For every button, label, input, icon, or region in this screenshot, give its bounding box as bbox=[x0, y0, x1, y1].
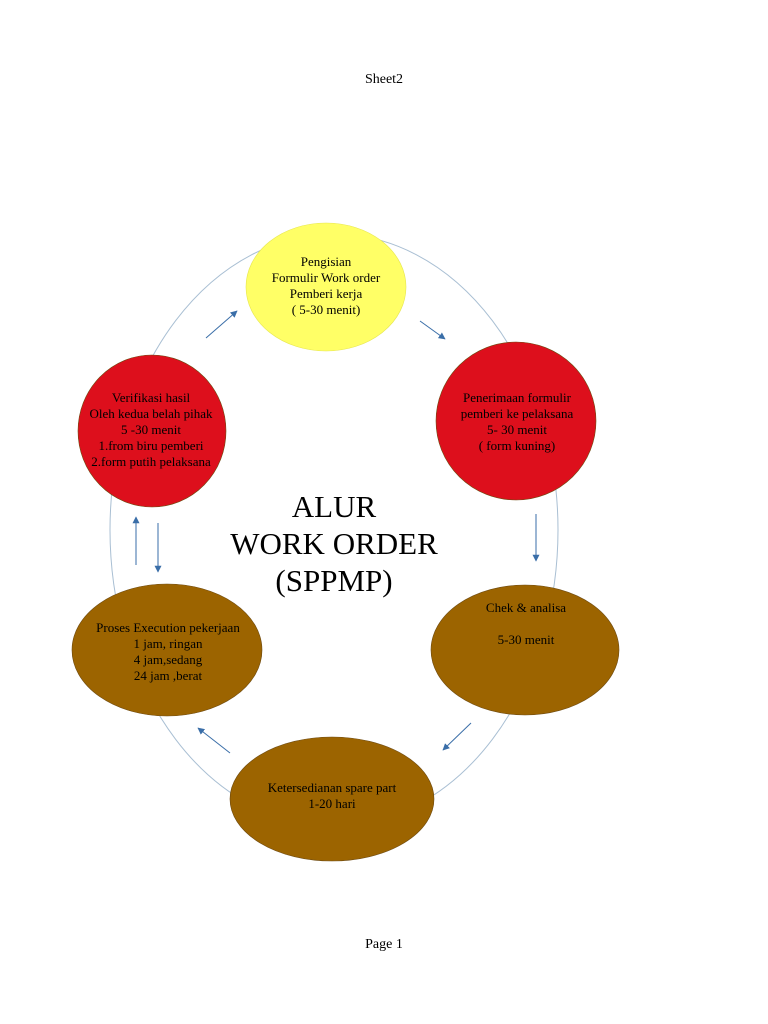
node-verifikasi-line-4: 1.from biru pemberi bbox=[98, 438, 204, 453]
node-proses-line-1: Proses Execution pekerjaan bbox=[96, 620, 240, 635]
title-line-2: WORK ORDER bbox=[230, 526, 438, 561]
node-penerimaan-line-2: pemberi ke pelaksana bbox=[460, 406, 574, 421]
arrow-verifikasi-to-pengisian bbox=[205, 310, 238, 339]
node-proses-line-4: 24 jam ,berat bbox=[133, 668, 203, 683]
node-verifikasi bbox=[77, 354, 227, 508]
node-pengisian-text: Pengisian Formulir Work order Pemberi ke… bbox=[246, 254, 406, 318]
node-ketersediaan-line-1: Ketersedianan spare part bbox=[267, 780, 397, 795]
title-line-3: (SPPMP) bbox=[275, 563, 393, 598]
node-verifikasi-line-1: Verifikasi hasil bbox=[111, 390, 191, 405]
arrow-ketersediaan-to-proses bbox=[197, 727, 231, 754]
node-penerimaan-line-3: 5- 30 menit bbox=[487, 422, 547, 437]
node-ketersediaan-line-2: 1-20 hari bbox=[308, 796, 356, 811]
node-verifikasi-line-2: Oleh kedua belah pihak bbox=[89, 406, 213, 421]
node-ketersediaan-text: Ketersedianan spare part 1-20 hari bbox=[232, 780, 432, 812]
node-chek-line-1: Chek & analisa bbox=[485, 600, 567, 615]
node-verifikasi-line-5: 2.form putih pelaksana bbox=[91, 454, 211, 469]
title-line-1: ALUR bbox=[291, 489, 377, 524]
node-verifikasi-line-3: 5 -30 menit bbox=[121, 422, 181, 437]
node-penerimaan-text: Penerimaan formulir pemberi ke pelaksana… bbox=[436, 390, 598, 454]
page-number: Page 1 bbox=[365, 937, 403, 952]
node-proses-line-2: 1 jam, ringan bbox=[133, 636, 203, 651]
node-pengisian bbox=[245, 222, 407, 352]
arrow-chek-to-ketersediaan bbox=[442, 722, 472, 751]
node-pengisian-line-3: Pemberi kerja bbox=[289, 286, 363, 301]
node-penerimaan bbox=[435, 341, 597, 501]
arrow-pengisian-to-penerimaan bbox=[419, 320, 446, 340]
node-proses bbox=[71, 583, 263, 717]
node-pengisian-line-2: Formulir Work order bbox=[271, 270, 381, 285]
node-chek-line-2 bbox=[438, 616, 614, 632]
node-ketersediaan bbox=[229, 736, 435, 862]
node-penerimaan-line-1: Penerimaan formulir bbox=[463, 390, 571, 405]
node-pengisian-line-4: ( 5-30 menit) bbox=[291, 302, 361, 317]
node-penerimaan-line-4: ( form kuning) bbox=[478, 438, 556, 453]
node-chek-line-3: 5-30 menit bbox=[497, 632, 555, 647]
node-verifikasi-text: Verifikasi hasil Oleh kedua belah pihak … bbox=[76, 390, 226, 470]
sheet-label: Sheet2 bbox=[364, 72, 404, 87]
node-chek bbox=[430, 584, 620, 716]
node-proses-line-3: 4 jam,sedang bbox=[133, 652, 203, 667]
node-chek-text: Chek & analisa 5-30 menit bbox=[438, 600, 614, 648]
diagram-title: ALUR WORK ORDER (SPPMP) bbox=[184, 488, 484, 599]
node-pengisian-line-1: Pengisian bbox=[300, 254, 352, 269]
node-proses-text: Proses Execution pekerjaan 1 jam, ringan… bbox=[73, 620, 263, 684]
